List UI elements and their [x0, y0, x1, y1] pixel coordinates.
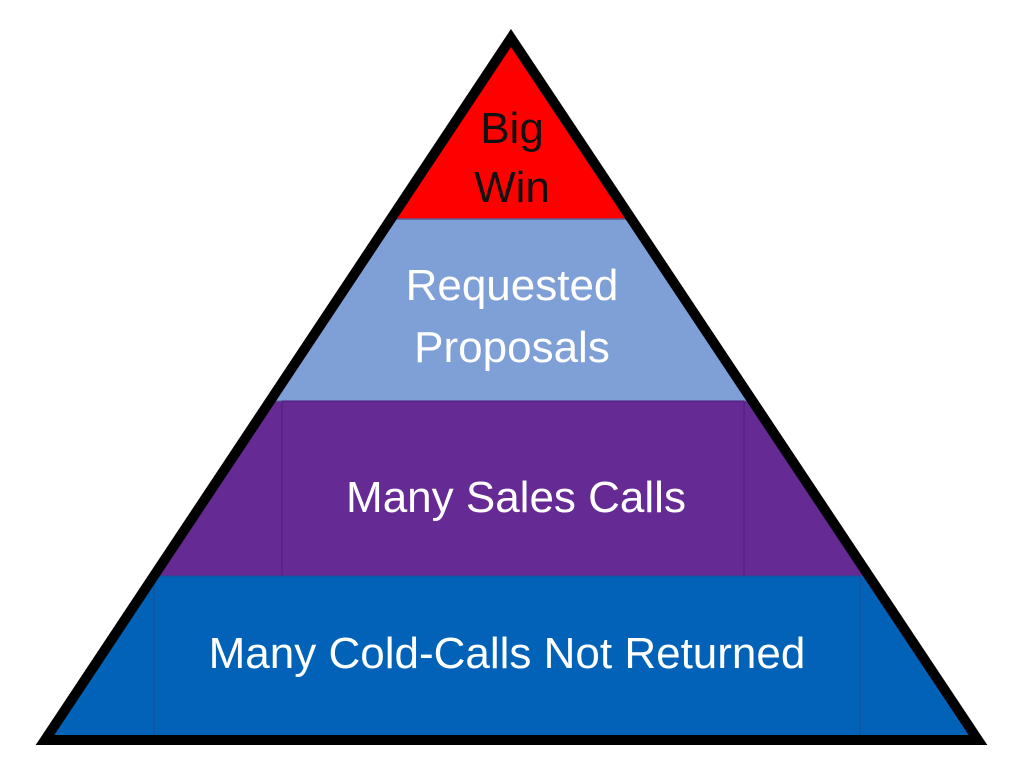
- tier-requested-proposals-label-line1: Requested: [406, 261, 619, 310]
- tier-requested-proposals-band: [45, 219, 978, 401]
- tier-requested-proposals-label-line2: Proposals: [414, 323, 610, 372]
- tier-big-win-label-line1: Big: [480, 104, 544, 153]
- tier-many-sales-calls-label: Many Sales Calls: [346, 473, 686, 522]
- tier-big-win-label-line2: Win: [474, 163, 550, 212]
- tier-many-cold-calls-label: Many Cold-Calls Not Returned: [209, 629, 806, 678]
- cold-calls-text-box-outline: [153, 575, 861, 740]
- tier-many-cold-calls-band: [45, 576, 978, 740]
- pyramid-outline: [35, 28, 988, 745]
